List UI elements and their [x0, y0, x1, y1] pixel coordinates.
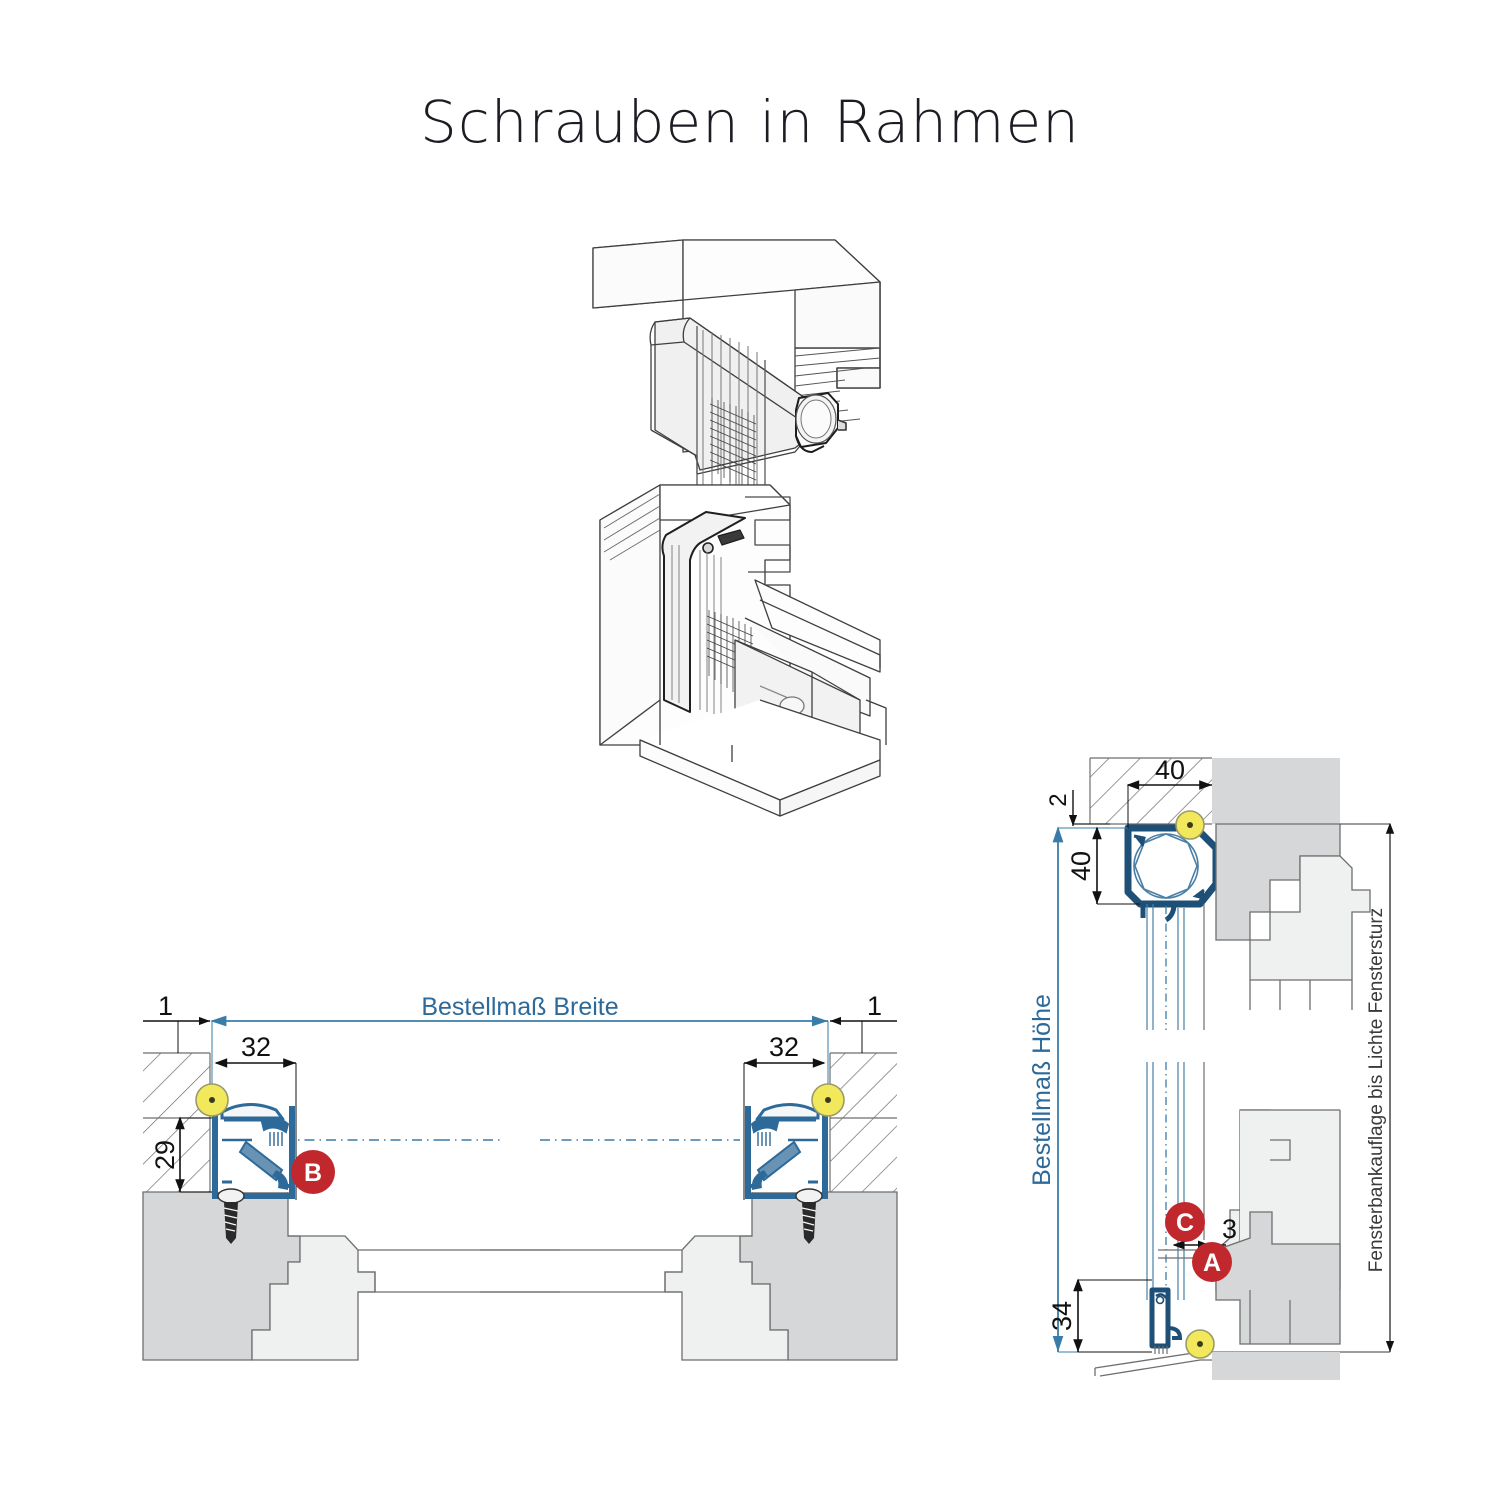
depth-left-value: 32 [241, 1032, 271, 1062]
dimension-gap-left: 1 [143, 991, 210, 1053]
screw-right [795, 1188, 823, 1244]
box-width-value: 40 [1155, 755, 1185, 785]
top-offset-value: 2 [1045, 793, 1072, 806]
screw-position-marker-top [1175, 810, 1205, 840]
dimension-depth-left: 32 [214, 1032, 297, 1200]
dimension-order-height: Bestellmaß Höhe [1028, 826, 1152, 1353]
height-29-value: 29 [150, 1140, 180, 1170]
masonry-left [143, 1052, 211, 1192]
guide-rail-profile-right [745, 1103, 828, 1199]
dimension-box-width: 40 [1126, 755, 1212, 828]
badge-b: B [291, 1150, 335, 1194]
dimension-height-29: 29 [150, 1116, 212, 1193]
window-frame-upper [1215, 823, 1371, 1010]
badge-a-label: A [1203, 1249, 1221, 1277]
screw-position-marker-left [195, 1083, 229, 1117]
page-title: Schrauben in Rahmen [420, 88, 1080, 156]
horizontal-section: Bestellmaß Breite 1 1 32 32 [142, 991, 898, 1361]
dimension-depth-right: 32 [743, 1032, 826, 1200]
depth-right-value: 32 [769, 1032, 799, 1062]
dimension-top-offset: 2 [1045, 790, 1110, 826]
masonry-right [829, 1052, 897, 1192]
dimension-box-height: 40 [1066, 826, 1140, 905]
gap-left-value: 1 [158, 991, 173, 1021]
window-frame-left [142, 1191, 560, 1361]
guide-rail-profile-left [212, 1103, 295, 1199]
dimension-reveal-height: Fensterbankauflage bis Lichte Fensterstu… [1340, 822, 1395, 1353]
vertical-section: Bestellmaß Höhe Fensterbankauflage bis L… [1028, 755, 1395, 1380]
shutter-box-profile [1124, 824, 1220, 923]
guide-rails-vertical [1146, 904, 1205, 1300]
order-width-label: Bestellmaß Breite [421, 993, 618, 1021]
badge-b-label: B [304, 1159, 322, 1187]
isometric-window-cutaway [592, 239, 887, 817]
end-rail-profile [1094, 1287, 1340, 1380]
window-frame-right [480, 1191, 898, 1361]
rail-gap-value: 3 [1222, 1214, 1237, 1244]
wall-block-top [1212, 758, 1340, 824]
dimension-bottom-height: 34 [1047, 1278, 1152, 1353]
reveal-height-label: Fensterbankauflage bis Lichte Fensterstu… [1366, 908, 1387, 1272]
screw-position-marker-bottom [1185, 1329, 1215, 1359]
badge-c: C [1165, 1202, 1205, 1242]
screw-position-marker-right [811, 1083, 845, 1117]
order-height-label: Bestellmaß Höhe [1028, 994, 1056, 1186]
badge-a: A [1192, 1242, 1232, 1282]
gap-right-value: 1 [867, 991, 882, 1021]
dimension-order-width: Bestellmaß Breite [210, 993, 829, 1110]
badge-c-label: C [1176, 1209, 1194, 1237]
dimension-gap-right: 1 [830, 991, 897, 1053]
box-height-value: 40 [1066, 851, 1096, 881]
screw-left [217, 1188, 245, 1244]
window-frame-lower [1158, 1109, 1341, 1345]
bottom-height-value: 34 [1047, 1301, 1077, 1331]
